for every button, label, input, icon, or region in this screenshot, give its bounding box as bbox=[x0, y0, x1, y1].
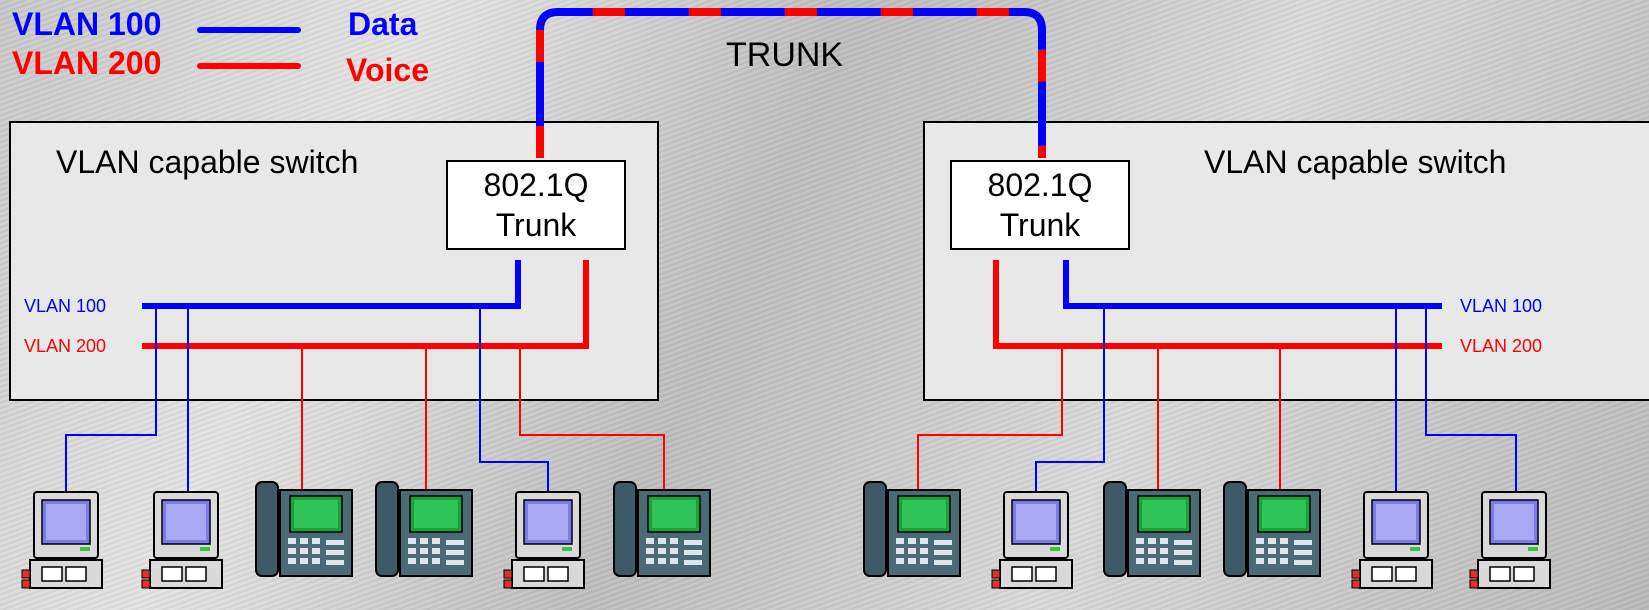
ip-phone-icon bbox=[375, 481, 473, 577]
trunk-port-left: 802.1Q Trunk bbox=[446, 160, 626, 250]
ip-phone-icon bbox=[1223, 481, 1321, 577]
legend-data-label: Data bbox=[348, 6, 418, 42]
computer-icon bbox=[1351, 491, 1433, 589]
legend-voice-label: Voice bbox=[346, 52, 429, 88]
trunk-port-line1: 802.1Q bbox=[483, 167, 589, 203]
switch-title-right: VLAN capable switch bbox=[1204, 144, 1507, 180]
computer-icon bbox=[141, 491, 223, 589]
computer-icon bbox=[503, 491, 585, 589]
ip-phone-icon bbox=[613, 481, 711, 577]
vlan100-label-left: VLAN 100 bbox=[24, 296, 107, 316]
legend-vlan200-label: VLAN 200 bbox=[12, 45, 162, 81]
ip-phone-icon bbox=[255, 481, 353, 577]
trunk-port-line1: 802.1Q bbox=[987, 167, 1093, 203]
vlan200-label-left: VLAN 200 bbox=[24, 336, 107, 356]
computer-icon bbox=[21, 491, 103, 589]
trunk-port-right: 802.1Q Trunk bbox=[950, 160, 1130, 250]
computer-icon bbox=[991, 491, 1073, 589]
vlan200-label-right: VLAN 200 bbox=[1460, 336, 1543, 356]
computer-icon bbox=[1469, 491, 1551, 589]
vlan100-label-right: VLAN 100 bbox=[1460, 296, 1543, 316]
trunk-port-line2: Trunk bbox=[999, 207, 1081, 243]
legend-vlan100-label: VLAN 100 bbox=[12, 6, 162, 42]
switch-title-left: VLAN capable switch bbox=[56, 144, 359, 180]
trunk-port-line2: Trunk bbox=[495, 207, 577, 243]
ip-phone-icon bbox=[1103, 481, 1201, 577]
trunk-label: TRUNK bbox=[726, 36, 844, 74]
ip-phone-icon bbox=[863, 481, 961, 577]
